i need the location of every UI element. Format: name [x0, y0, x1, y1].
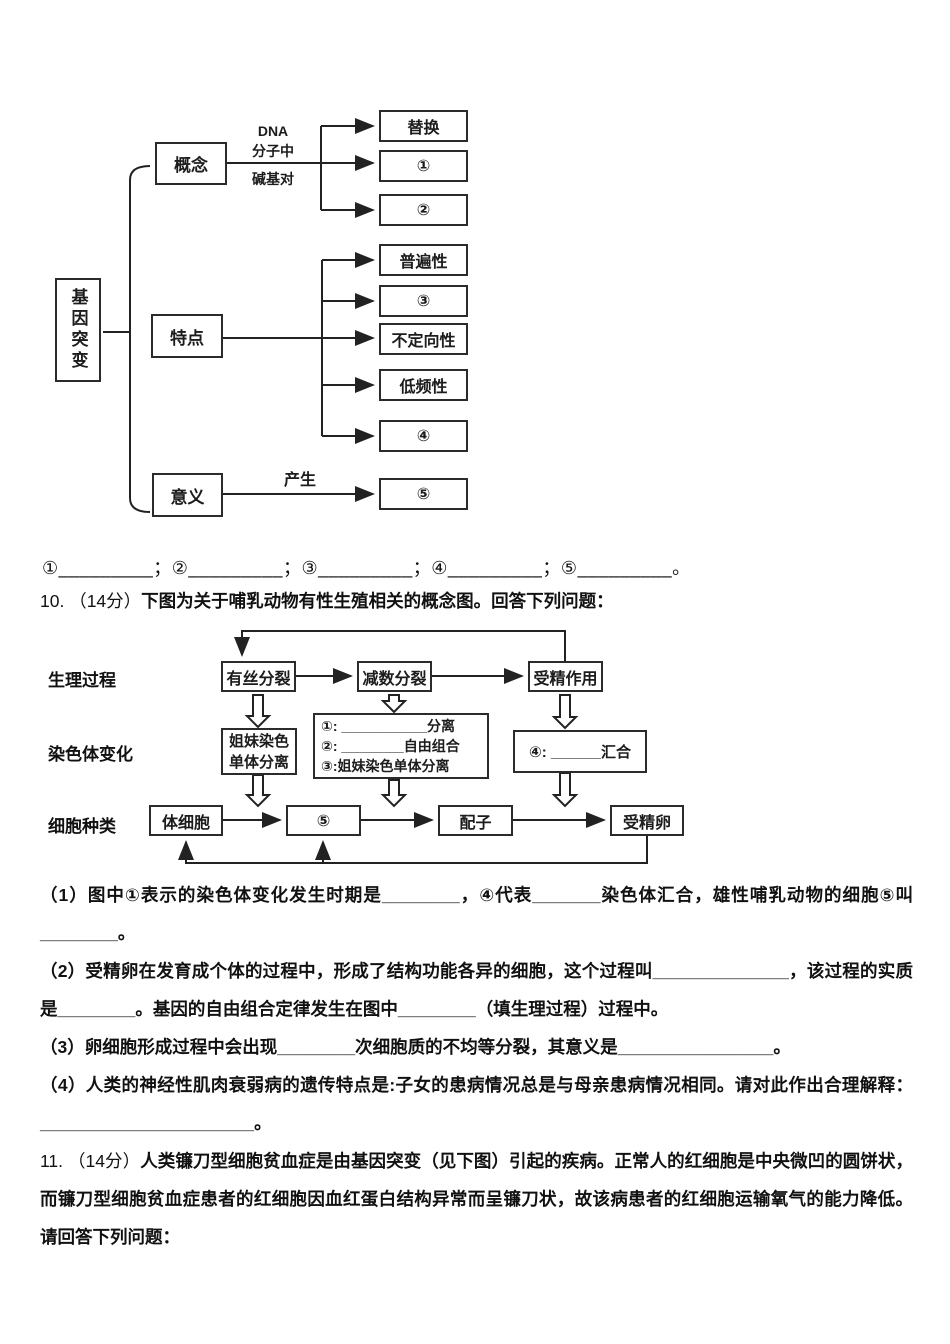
- node-blank-5: ⑤: [379, 478, 468, 510]
- edge-label-produce: 产生: [283, 472, 316, 489]
- node-mitosis: 有丝分裂: [221, 661, 296, 692]
- node-blank-3: ③: [379, 285, 468, 317]
- question-11-text: 人类镰刀型细胞贫血症是由基因突变（见下图）引起的疾病。正常人的红细胞是中央微凹的…: [40, 1151, 913, 1247]
- edge-label-basepair: 碱基对: [252, 171, 294, 187]
- question-11-number: 11. （14分）: [40, 1151, 141, 1171]
- node-fertilization: 受精作用: [528, 661, 603, 692]
- node-somatic-cell: 体细胞: [149, 805, 223, 836]
- chromosome-behavior-line-2: ②: ________自由组合: [321, 738, 460, 754]
- node-chromosome-behavior-list: ①: ___________分离 ②: ________自由组合 ③:姐妹染色单…: [313, 713, 489, 779]
- chromosome-behavior-line-3: ③:姐妹染色单体分离: [321, 758, 450, 774]
- node-sister-chromatid-separation: 姐妹染色 单体分离: [221, 728, 297, 775]
- node-zygote: 受精卵: [610, 805, 684, 836]
- sister-chromatid-line-1: 姐妹染色: [228, 732, 289, 750]
- row-label-cell-type: 细胞种类: [48, 817, 116, 836]
- node-substitution: 替换: [379, 110, 468, 142]
- node-meiosis: 减数分裂: [357, 661, 432, 692]
- node-nondirectional: 不定向性: [379, 323, 468, 355]
- row-label-physiological-process: 生理过程: [48, 671, 116, 690]
- question-10-header: 10. （14分）下图为关于哺乳动物有性生殖相关的概念图。回答下列问题：: [40, 588, 920, 613]
- edge-label-molecule: 分子中: [252, 143, 294, 159]
- edge-label-dna: DNA: [257, 123, 289, 139]
- node-blank-1: ①: [379, 150, 468, 182]
- chromosome-behavior-line-1: ①: ___________分离: [321, 718, 456, 734]
- node-universality: 普遍性: [379, 244, 468, 276]
- question-10-4: （4）人类的神经性肌肉衰弱病的遗传特点是:子女的患病情况总是与母亲患病情况相同。…: [40, 1075, 913, 1133]
- gene-mutation-diagram: 基因突变 概念 特点 意义 DNA 分子中 碱基对 产生 替换 ① ② 普遍性 …: [0, 95, 500, 530]
- node-meaning: 意义: [152, 473, 223, 517]
- node-concept: 概念: [155, 142, 227, 185]
- node-blank-5-cell: ⑤: [286, 805, 361, 836]
- question-10-2: （2）受精卵在发育成个体的过程中，形成了结构功能各异的细胞，这个过程叫_____…: [40, 961, 913, 1019]
- node-low-frequency: 低频性: [379, 369, 468, 401]
- question-10-1: （1）图中①表示的染色体变化发生时期是________，④代表_______染色…: [40, 885, 913, 943]
- question-11: 11. （14分）人类镰刀型细胞贫血症是由基因突变（见下图）引起的疾病。正常人的…: [40, 1142, 913, 1256]
- question-10-number: 10. （14分）: [40, 591, 142, 611]
- node-gamete: 配子: [438, 805, 513, 836]
- fill-in-line: ①_________；②_________；③_________；④______…: [42, 558, 691, 578]
- node-blank-2: ②: [379, 194, 468, 226]
- node-blank-4: ④: [379, 420, 468, 452]
- node-gene-mutation: 基因突变: [55, 278, 101, 382]
- row-label-chromosome-change: 染色体变化: [48, 745, 133, 764]
- node-feature: 特点: [151, 314, 223, 358]
- reproduction-concept-diagram: 生理过程 染色体变化 细胞种类 有丝分裂 减数分裂 受精作用 姐妹染色 单体分离…: [0, 620, 760, 875]
- question-10-title: 下图为关于哺乳动物有性生殖相关的概念图。回答下列问题：: [141, 591, 614, 611]
- question-10-3: （3）卵细胞形成过程中会出现________次细胞质的不均等分裂，其意义是___…: [40, 1037, 791, 1057]
- node-chromosome-converge: ④: ______汇合: [513, 730, 647, 773]
- question-10-body: （1）图中①表示的染色体变化发生时期是________，④代表_______染色…: [40, 876, 913, 1256]
- sister-chromatid-line-2: 单体分离: [228, 753, 289, 771]
